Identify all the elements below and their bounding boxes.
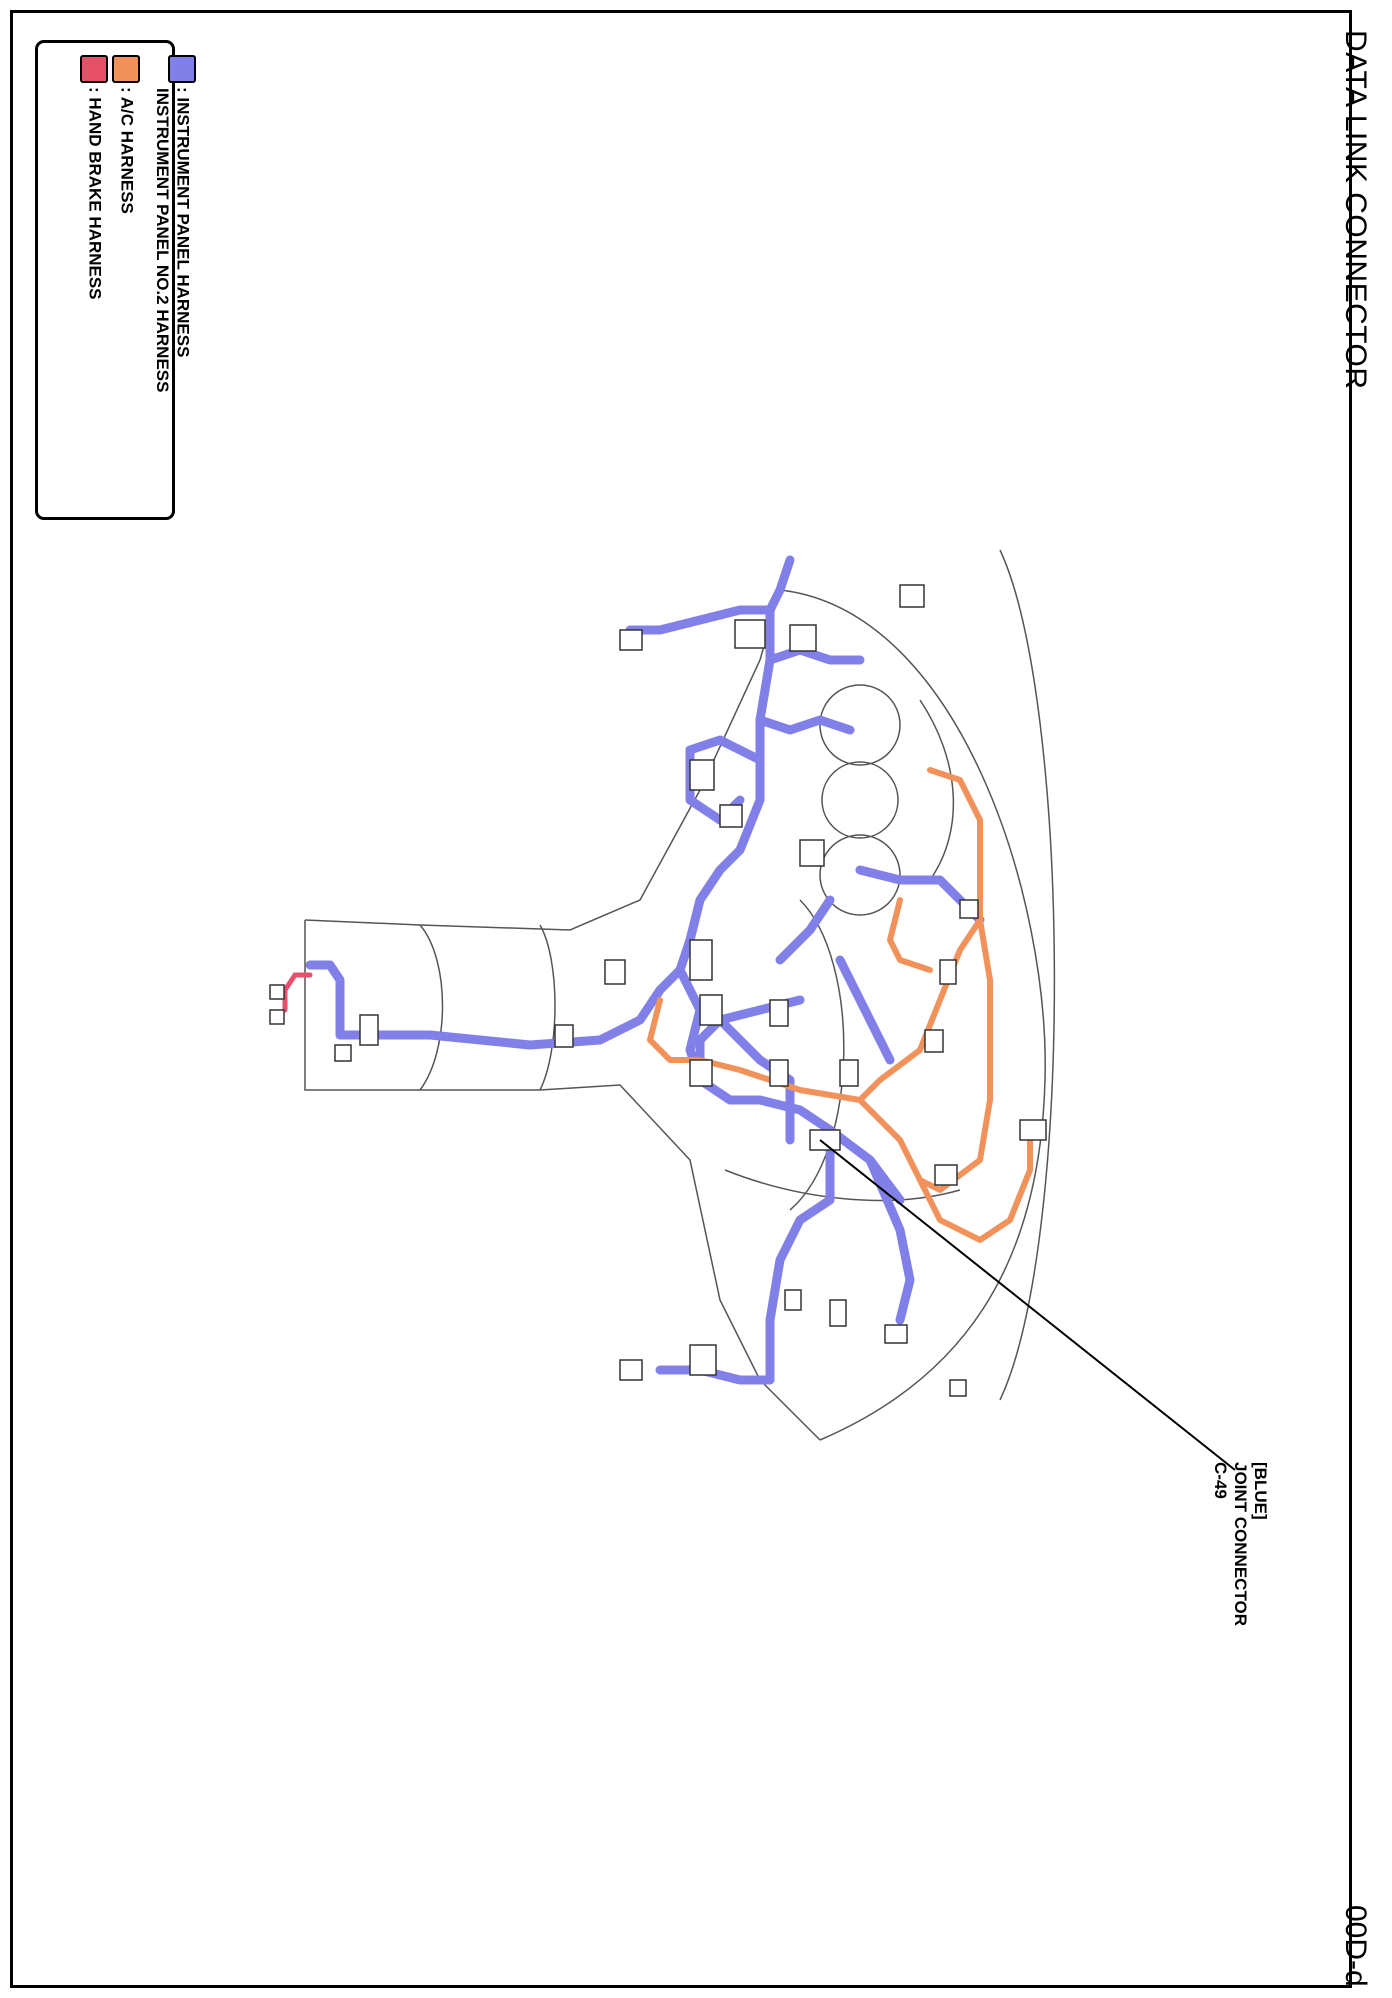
harness-branch-right — [865, 1155, 915, 1325]
connector — [884, 1324, 908, 1344]
connector — [899, 584, 925, 608]
connector — [334, 1044, 352, 1062]
harness-branch-cluster-3 — [775, 895, 835, 965]
cluster-hood — [919, 699, 955, 881]
connector — [769, 999, 789, 1027]
panel-outline-front — [779, 589, 1046, 1441]
column-cover-ring-1 — [539, 924, 556, 1091]
connector — [784, 1289, 802, 1311]
instrument-panel-harness — [305, 555, 985, 1385]
connector — [939, 959, 957, 985]
callout-joint-connector: [BLUE] JOINT CONNECTOR C-49 — [1210, 1462, 1270, 1626]
harness-branch-column-end — [305, 960, 345, 1040]
connector — [604, 959, 626, 985]
connector — [1019, 1119, 1047, 1141]
connector — [269, 1009, 285, 1025]
connector — [734, 619, 766, 649]
panel-outline — [304, 549, 1056, 1441]
connector — [949, 1379, 967, 1397]
connectors — [269, 584, 1047, 1397]
harness-branch-upper-right — [765, 645, 865, 665]
callout-name: JOINT CONNECTOR — [1231, 1462, 1250, 1627]
connector — [689, 1344, 717, 1376]
panel-outline-outer — [999, 549, 1056, 1401]
connector — [829, 1299, 847, 1327]
callout-code: C-49 — [1211, 1462, 1230, 1499]
harness-branch-cluster-2 — [835, 955, 895, 1065]
connector — [554, 1024, 574, 1048]
connector — [619, 629, 643, 651]
connector — [689, 759, 715, 791]
connector — [839, 1059, 859, 1087]
panel-outline-bottom — [304, 920, 821, 1441]
ac-harness — [647, 767, 1033, 1243]
harness-branch-center — [675, 965, 905, 1205]
callout-leader-line — [819, 1139, 1236, 1471]
hand-brake-harness-path — [282, 972, 313, 1013]
connector — [769, 1059, 789, 1087]
gauge-ring-1 — [819, 684, 901, 766]
connector — [699, 994, 723, 1026]
gauge-ring-3 — [819, 834, 901, 916]
lower-panel-line — [724, 1169, 961, 1202]
center-cluster-edge — [789, 899, 845, 1211]
harness-branch-top — [765, 555, 795, 615]
ac-harness-upper — [857, 767, 983, 1103]
callout-color-tag: [BLUE] — [1251, 1462, 1270, 1520]
hand-brake-harness — [282, 972, 313, 1013]
connector — [959, 899, 979, 919]
ac-harness-branch — [887, 897, 933, 973]
connector — [269, 984, 285, 1000]
connector — [789, 624, 817, 652]
connector — [719, 804, 743, 828]
gauge-ring-2 — [821, 761, 899, 839]
connector — [934, 1164, 958, 1186]
connector — [689, 1059, 713, 1087]
connector — [619, 1359, 643, 1381]
legend: : INSTRUMENT PANEL HARNESS INSTRUMENT PA… — [35, 40, 196, 520]
ac-harness-main — [647, 997, 1033, 1243]
harness-branch-lower — [655, 1125, 835, 1385]
page-frame — [10, 10, 1352, 1988]
connector — [799, 839, 825, 867]
joint-connector-c49 — [809, 1129, 841, 1151]
connector — [359, 1014, 379, 1046]
column-cover-ring-2 — [419, 924, 444, 1091]
harness-branch-mid — [755, 715, 855, 735]
connector — [924, 1029, 944, 1053]
connector — [689, 939, 713, 981]
harness-branch-column — [335, 965, 685, 1050]
ac-harness-loop — [917, 917, 993, 1193]
